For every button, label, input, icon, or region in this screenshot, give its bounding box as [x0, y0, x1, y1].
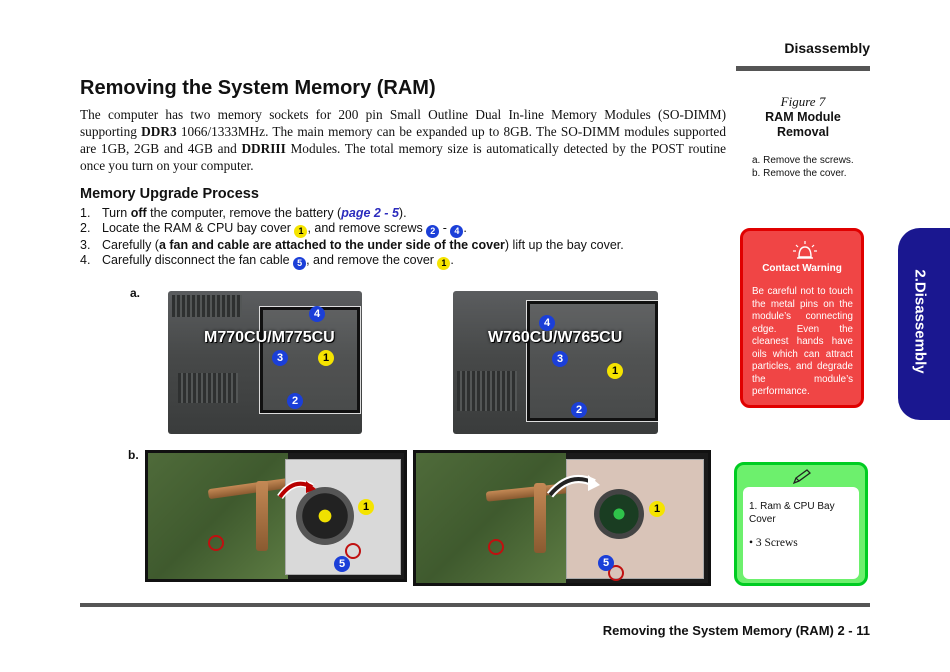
- model-label: W760CU/W765CU: [488, 329, 623, 346]
- footer-rule: [80, 603, 870, 607]
- vent-grille: [172, 295, 242, 317]
- callout-2: 2: [287, 393, 303, 409]
- process-steps: 1.Turn off the computer, remove the batt…: [80, 206, 730, 270]
- fan-image: [594, 489, 644, 539]
- chapter-tab-label: 2.Disassembly: [911, 269, 929, 374]
- model-label: M770CU/M775CU: [204, 329, 335, 346]
- figure-title-line-1: RAM Module: [765, 110, 841, 124]
- figure-number: Figure 7: [780, 94, 826, 109]
- callout-2: 2: [571, 402, 587, 418]
- figure-title-line-2: Removal: [776, 125, 830, 139]
- intro-bold-ddriii: DDRIII: [241, 141, 286, 156]
- arrow-icon: [277, 480, 316, 500]
- intro-text-3: Modules. The total memory size is automa…: [80, 141, 726, 173]
- page-title: Removing the System Memory (RAM): [80, 77, 436, 99]
- intro-bold-ddr3: DDR3: [141, 124, 177, 139]
- arrow-icon: [546, 475, 600, 498]
- step-4: 4.Carefully disconnect the fan cable 5, …: [80, 253, 454, 270]
- connector-ring: [608, 565, 624, 581]
- page-footer: Removing the System Memory (RAM) 2 - 11: [602, 623, 870, 638]
- callout-3: 3: [552, 351, 568, 367]
- note-content: 1. Ram & CPU Bay Cover • 3 Screws: [743, 487, 859, 579]
- callout-4: 4: [309, 306, 325, 322]
- note-box: 1. Ram & CPU Bay Cover • 3 Screws: [734, 462, 868, 586]
- figure-note-b: b. Remove the cover.: [752, 168, 847, 179]
- step-1: 1.Turn off the computer, remove the batt…: [80, 206, 407, 220]
- callout-badge: 4: [450, 225, 464, 238]
- step-3: 3.Carefully (a fan and cable are attache…: [80, 238, 624, 252]
- intro-text-2: 1066/1333MHz. The main memory can be exp…: [80, 124, 726, 156]
- callout-5: 5: [598, 555, 614, 571]
- chapter-tab: [898, 228, 950, 420]
- callout-1: 1: [318, 350, 334, 366]
- warning-icon: [793, 241, 817, 259]
- callout-badge: 2: [426, 225, 440, 238]
- callout-1: 1: [607, 363, 623, 379]
- figure-label-a: a.: [130, 286, 141, 300]
- heat-pipe: [534, 483, 546, 553]
- figure-note-a: a. Remove the screws.: [752, 155, 854, 166]
- process-heading: Memory Upgrade Process: [80, 186, 259, 202]
- note-bullet: • 3 Screws: [749, 537, 798, 549]
- callout-badge: 1: [437, 257, 451, 270]
- callout-badge: 1: [294, 225, 308, 238]
- connector-ring: [488, 539, 504, 555]
- laptop-photo-m770: M770CU/M775CU 4 3 1 2: [168, 291, 362, 434]
- warning-body: Be careful not to touch the metal pins o…: [752, 286, 853, 397]
- callout-5: 5: [334, 556, 350, 572]
- callout-4: 4: [539, 315, 555, 331]
- intro-paragraph: The computer has two memory sockets for …: [80, 106, 726, 174]
- callout-1: 1: [358, 499, 374, 515]
- fan-image: [296, 487, 354, 545]
- cover-removal-photo-2: 1 5: [413, 450, 711, 586]
- intro-text-1: The computer has two memory sockets for …: [80, 107, 726, 139]
- vent-grille: [457, 371, 517, 411]
- cover-removal-photo-1: 1 5: [145, 450, 407, 582]
- connector-ring: [208, 535, 224, 551]
- connector-ring: [345, 543, 361, 559]
- pencil-icon: [792, 469, 811, 485]
- figure-caption: Figure 7 RAM Module Removal: [740, 94, 866, 140]
- callout-badge: 5: [293, 257, 307, 270]
- page-link[interactable]: page 2 - 5: [341, 206, 399, 220]
- figure-label-b: b.: [128, 448, 139, 462]
- step-2: 2.Locate the RAM & CPU bay cover 1, and …: [80, 221, 467, 238]
- note-item: 1. Ram & CPU Bay Cover: [749, 501, 835, 525]
- vent-grille: [178, 373, 238, 403]
- bay-cover-highlight: [259, 306, 361, 414]
- header-rule: [736, 66, 870, 71]
- callout-1: 1: [649, 501, 665, 517]
- warning-title: Contact Warning: [762, 263, 842, 274]
- heat-pipe: [256, 481, 268, 551]
- section-header: Disassembly: [784, 40, 870, 56]
- contact-warning-box: Contact Warning Be careful not to touch …: [740, 228, 864, 408]
- figure-notes: a. Remove the screws. b. Remove the cove…: [752, 154, 854, 180]
- laptop-photo-w760: W760CU/W765CU 4 3 1 2: [453, 291, 658, 434]
- callout-3: 3: [272, 350, 288, 366]
